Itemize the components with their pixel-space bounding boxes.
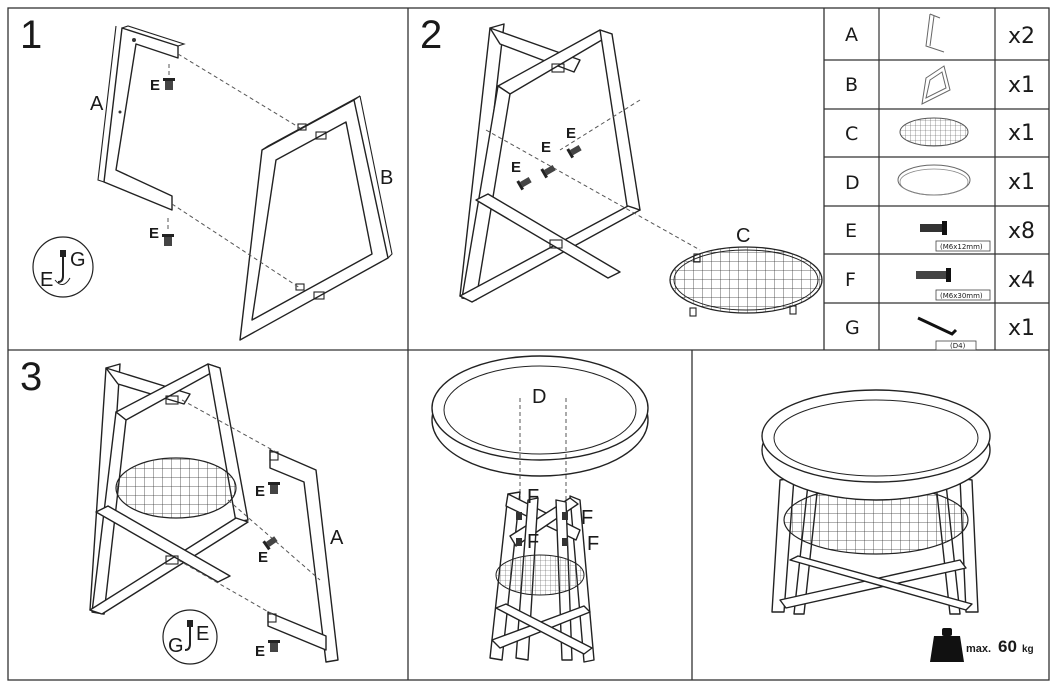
screw-label: E [258, 549, 268, 566]
part-qty: x2 [1008, 24, 1035, 49]
label-b: B [380, 167, 393, 189]
mesh-shelf-part [669, 246, 823, 317]
step-5-panel: max. 60 kg [761, 389, 1034, 662]
screw-label: E [511, 159, 521, 176]
tray-top-part [431, 355, 649, 477]
frame-a-icon [925, 13, 945, 53]
step-3-panel: 3 A E E E [20, 355, 344, 665]
frame-assembly [89, 363, 249, 615]
part-qty: x1 [1008, 121, 1035, 146]
tool-badge: E G [32, 236, 94, 298]
part-qty: x1 [1008, 170, 1035, 195]
weight-icon [930, 628, 964, 662]
screw-label-e-bottom: E [149, 225, 159, 242]
screw-label: F [527, 531, 539, 553]
frame-assembly [459, 23, 641, 303]
weight-prefix: max. [966, 643, 991, 655]
part-qty: x4 [1008, 268, 1035, 293]
screw-label: E [566, 125, 576, 142]
step-number: 3 [20, 355, 42, 399]
part-id: E [845, 220, 857, 242]
screw-label: E [541, 139, 551, 156]
panel-borders [7, 7, 1050, 681]
part-qty: x8 [1008, 219, 1035, 244]
screws-e [262, 482, 280, 652]
part-id: A [845, 24, 858, 46]
part-id: C [845, 123, 858, 145]
tray-top-icon [897, 164, 971, 196]
bolt-long-icon [916, 268, 951, 282]
frame-a-part [97, 25, 186, 211]
allen-key-icon [917, 316, 958, 336]
step-2-panel: 2 E E E C [420, 13, 823, 317]
label-a: A [330, 527, 344, 549]
screw-label: E [255, 643, 265, 660]
tool-badge-right: G [70, 249, 86, 271]
frame-b-icon [921, 65, 951, 105]
part-id: G [845, 317, 860, 339]
part-spec: (M6x30mm) [940, 292, 983, 300]
screws-e [516, 145, 582, 191]
base-assembly [489, 491, 595, 663]
assembled-table [761, 389, 991, 615]
part-qty: x1 [1008, 73, 1035, 98]
part-qty: x1 [1008, 316, 1035, 341]
label-d: D [532, 386, 546, 408]
label-a: A [90, 93, 104, 115]
step-4-panel: D F F F F [431, 355, 649, 663]
screw-label: F [581, 507, 593, 529]
screw-label: E [255, 483, 265, 500]
tool-badge-right: E [196, 623, 209, 645]
frame-a-part [267, 449, 339, 663]
screw-e-bottom [162, 218, 174, 246]
weight-unit: kg [1022, 644, 1034, 655]
part-id: D [845, 172, 860, 194]
step-1-panel: 1 A B E [20, 13, 393, 341]
frame-b-part [239, 95, 393, 341]
step-number: 2 [420, 13, 442, 57]
part-spec: (D4) [950, 342, 966, 350]
screw-label-e-top: E [150, 77, 160, 94]
mesh-shelf-icon [899, 117, 969, 147]
part-spec: (M6x12mm) [940, 243, 983, 251]
tool-badge-left: G [168, 635, 184, 657]
label-c: C [736, 225, 750, 247]
tool-badge: G E [162, 609, 218, 665]
part-id: B [845, 74, 858, 96]
screw-e-top [163, 64, 175, 90]
bolt-short-icon [920, 221, 947, 235]
weight-value: 60 [998, 637, 1017, 656]
parts-table: A x2 B x1 C x1 D x1 E (M6x12mm) x8 F [824, 8, 1049, 351]
step-number: 1 [20, 13, 42, 57]
screw-label: F [527, 486, 539, 508]
screw-label: F [587, 533, 599, 555]
part-id: F [845, 269, 856, 291]
tool-badge-left: E [40, 269, 53, 291]
